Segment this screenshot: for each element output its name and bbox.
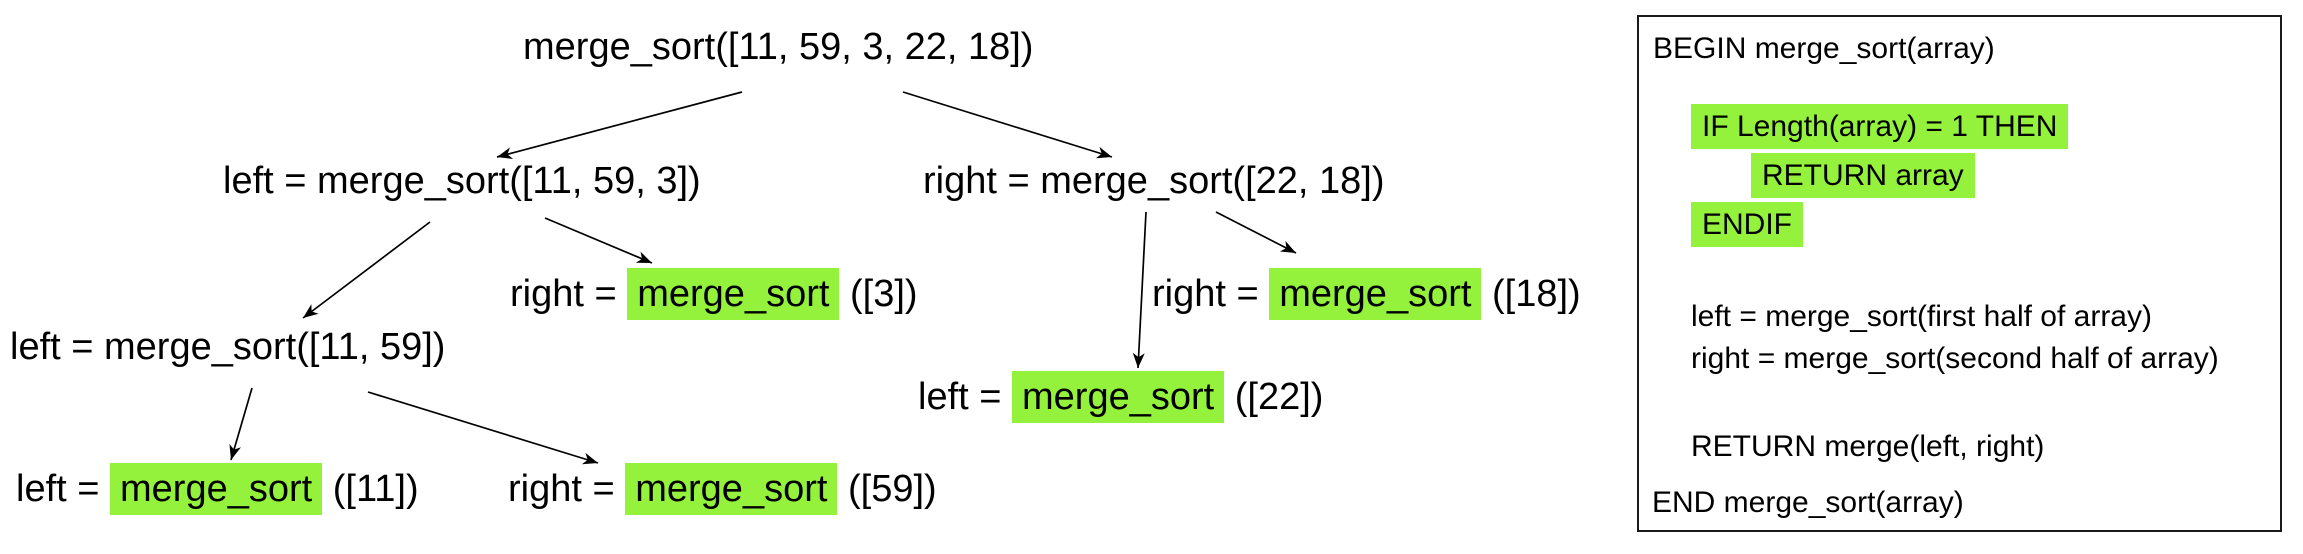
pseudocode-text-highlighted: ENDIF: [1691, 202, 1803, 247]
pseudocode-text: RETURN merge(left, right): [1691, 430, 2045, 463]
pseudocode-text: left = merge_sort(first half of array): [1691, 300, 2152, 333]
tree-node-left-11-59: left = merge_sort([11, 59]): [10, 326, 445, 370]
tree-node-left-11-59-3: left = merge_sort([11, 59, 3]): [223, 160, 701, 204]
node-suffix: ([18]): [1481, 273, 1581, 315]
tree-node-right-59: right = merge_sort ([59]): [508, 463, 937, 515]
arrow-1159-to-right59: [367, 391, 599, 465]
pseudocode-line: BEGIN merge_sort(array): [1653, 31, 1995, 67]
pseudocode-line: ENDIF: [1691, 202, 1803, 247]
arrow-2218-to-right18: [1215, 211, 1297, 254]
node-text: merge_sort([11, 59, 3, 22, 18]): [523, 26, 1034, 68]
tree-node-root: merge_sort([11, 59, 3, 22, 18]): [523, 26, 1033, 70]
pseudocode-line: END merge_sort(array): [1652, 485, 1964, 521]
node-prefix: right =: [1152, 273, 1270, 315]
arrow-left-to-right3: [544, 217, 653, 264]
arrow-2218-to-left22: [1132, 211, 1147, 369]
node-prefix: left =: [918, 376, 1012, 418]
pseudocode-line: RETURN merge(left, right): [1691, 429, 2044, 465]
node-prefix: right =: [510, 273, 628, 315]
highlight-merge-sort: merge_sort: [1269, 268, 1482, 320]
node-prefix: left =: [16, 468, 110, 510]
node-text: left = merge_sort([11, 59]): [10, 326, 446, 368]
pseudocode-line: RETURN array: [1751, 153, 1975, 198]
pseudocode-text: BEGIN merge_sort(array): [1653, 32, 1995, 65]
arrow-left-to-left1159: [302, 221, 431, 319]
node-prefix: right =: [508, 468, 626, 510]
node-text: left = merge_sort([11, 59, 3]): [223, 160, 701, 202]
pseudocode-text: END merge_sort(array): [1652, 486, 1964, 519]
arrow-root-to-right: [902, 91, 1113, 159]
arrow-1159-to-left11: [229, 387, 253, 461]
tree-node-right-22-18: right = merge_sort([22, 18]): [923, 160, 1385, 204]
node-suffix: ([11]): [322, 468, 419, 510]
pseudocode-text-highlighted: RETURN array: [1751, 153, 1975, 198]
pseudocode-line: left = merge_sort(first half of array): [1691, 299, 2152, 335]
tree-node-right-18: right = merge_sort ([18]): [1152, 268, 1581, 320]
node-suffix: ([22]): [1224, 376, 1324, 418]
pseudocode-panel: BEGIN merge_sort(array) IF Length(array)…: [1637, 15, 2282, 532]
arrow-root-to-left: [496, 91, 743, 159]
pseudocode-line: right = merge_sort(second half of array): [1691, 341, 2219, 377]
highlight-merge-sort: merge_sort: [625, 463, 838, 515]
pseudocode-text: right = merge_sort(second half of array): [1691, 342, 2219, 375]
node-suffix: ([3]): [839, 273, 918, 315]
node-text: right = merge_sort([22, 18]): [923, 160, 1385, 202]
highlight-merge-sort: merge_sort: [1012, 371, 1225, 423]
tree-node-right-3: right = merge_sort ([3]): [510, 268, 918, 320]
tree-node-left-11: left = merge_sort ([11]): [16, 463, 419, 515]
pseudocode-text-highlighted: IF Length(array) = 1 THEN: [1691, 104, 2069, 149]
highlight-merge-sort: merge_sort: [627, 268, 840, 320]
highlight-merge-sort: merge_sort: [110, 463, 323, 515]
tree-node-left-22: left = merge_sort ([22]): [918, 371, 1324, 423]
node-suffix: ([59]): [837, 468, 937, 510]
pseudocode-line: IF Length(array) = 1 THEN: [1691, 104, 2069, 149]
